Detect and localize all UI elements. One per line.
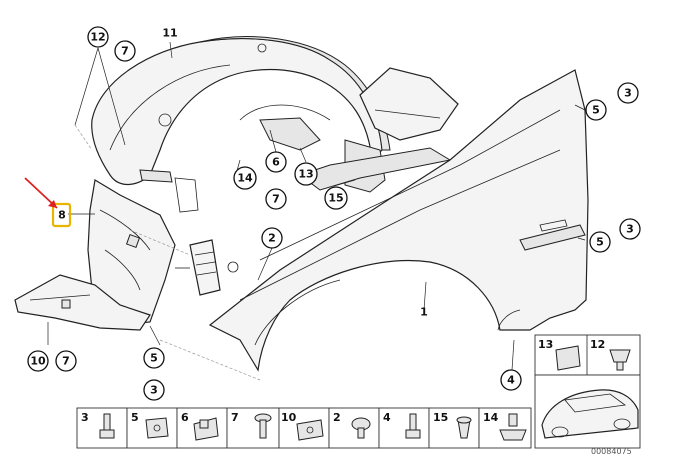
inset-panel: 13 12 xyxy=(534,334,641,449)
svg-text:12: 12 xyxy=(90,31,105,44)
bracket-nut-icon xyxy=(193,417,219,441)
callout-12[interactable]: 12 xyxy=(87,26,109,48)
parts-table-num-10[interactable]: 10 xyxy=(281,411,297,424)
svg-text:3: 3 xyxy=(626,223,634,236)
svg-text:7: 7 xyxy=(121,45,129,58)
callout-11[interactable]: 11 xyxy=(162,27,177,40)
parts-table: 3 5 6 7 10 2 4 15 14 xyxy=(76,407,532,449)
svg-text:3: 3 xyxy=(624,87,632,100)
svg-text:2: 2 xyxy=(268,232,276,245)
rivet-icon xyxy=(456,416,472,439)
red-arrowhead-icon xyxy=(48,200,57,208)
callout-2[interactable]: 2 xyxy=(261,227,283,249)
parts-table-num-15[interactable]: 15 xyxy=(433,411,448,424)
callout-5-mid[interactable]: 5 xyxy=(589,231,611,253)
engine-shield xyxy=(298,67,459,191)
clip-13-icon xyxy=(555,345,581,371)
svg-text:13: 13 xyxy=(298,168,313,181)
parts-table-num-7[interactable]: 7 xyxy=(231,411,239,424)
callout-7-bottom[interactable]: 7 xyxy=(55,350,77,372)
callout-3-mid[interactable]: 3 xyxy=(619,218,641,240)
callout-5-top[interactable]: 5 xyxy=(585,99,607,121)
callout-3-bottom[interactable]: 3 xyxy=(143,379,165,401)
front-fender xyxy=(208,69,589,372)
parts-table-num-5[interactable]: 5 xyxy=(131,411,139,424)
plug-icon xyxy=(351,417,371,439)
svg-text:5: 5 xyxy=(592,104,600,117)
svg-text:5: 5 xyxy=(596,236,604,249)
clip-nut-icon xyxy=(145,417,169,439)
callout-10[interactable]: 10 xyxy=(27,350,49,372)
callout-3-top[interactable]: 3 xyxy=(617,82,639,104)
parts-table-num-2[interactable]: 2 xyxy=(333,411,341,424)
callout-13[interactable]: 13 xyxy=(294,162,318,186)
callout-5-bottom[interactable]: 5 xyxy=(143,347,165,369)
callout-14[interactable]: 14 xyxy=(233,166,257,190)
parts-table-num-14[interactable]: 14 xyxy=(483,411,499,424)
car-locator-icon xyxy=(541,389,639,439)
bolt-washer-icon xyxy=(254,413,272,439)
inset-num-12[interactable]: 12 xyxy=(590,338,605,351)
svg-text:3: 3 xyxy=(150,384,158,397)
parts-table-num-6[interactable]: 6 xyxy=(181,411,189,424)
parts-table-num-4[interactable]: 4 xyxy=(383,411,391,424)
svg-text:4: 4 xyxy=(507,374,515,387)
callout-4[interactable]: 4 xyxy=(500,369,522,391)
svg-text:10: 10 xyxy=(30,355,46,368)
callout-8[interactable]: 8 xyxy=(58,209,66,222)
parts-table-num-3[interactable]: 3 xyxy=(81,411,89,424)
expanding-rivet-icon xyxy=(499,413,527,441)
svg-text:6: 6 xyxy=(272,156,280,169)
diagram-id: 00084075 xyxy=(591,447,632,456)
screw-icon xyxy=(99,413,115,439)
highlight-box xyxy=(51,202,72,228)
spring-nut-icon xyxy=(296,419,324,441)
callout-7-mid[interactable]: 7 xyxy=(265,188,287,210)
callout-6[interactable]: 6 xyxy=(265,151,287,173)
callout-15[interactable]: 15 xyxy=(324,186,348,210)
inset-num-13[interactable]: 13 xyxy=(538,338,553,351)
svg-text:7: 7 xyxy=(62,355,70,368)
callout-1[interactable]: 1 xyxy=(420,306,428,319)
svg-text:15: 15 xyxy=(328,192,343,205)
svg-text:14: 14 xyxy=(237,172,253,185)
svg-text:7: 7 xyxy=(272,193,280,206)
front-liner xyxy=(14,179,176,331)
screw-long-icon xyxy=(405,413,421,439)
bracket-clip xyxy=(175,239,239,296)
clip-12-icon xyxy=(609,349,631,371)
svg-text:5: 5 xyxy=(150,352,158,365)
callout-7-top[interactable]: 7 xyxy=(114,40,136,62)
